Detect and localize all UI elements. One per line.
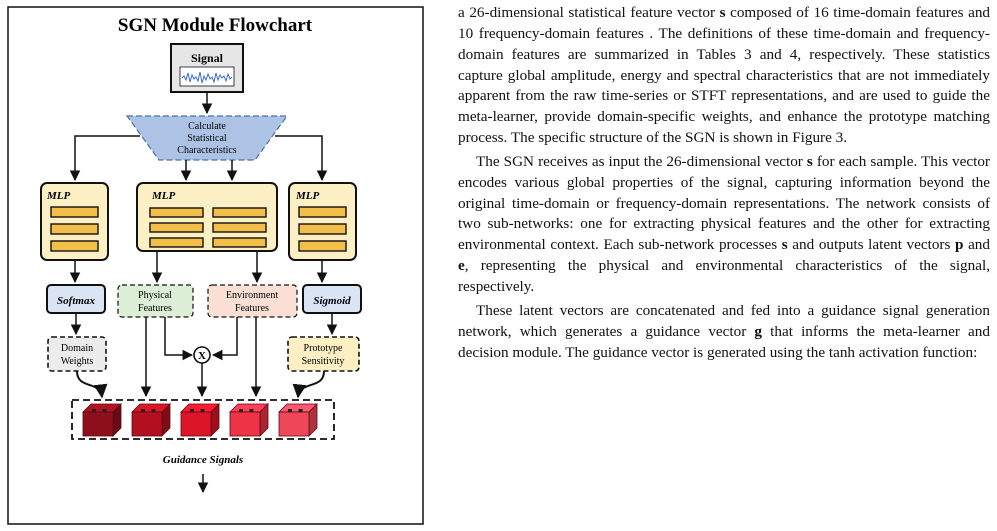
softmax-box: Softmax xyxy=(46,284,106,314)
multiply-symbol: X xyxy=(198,350,206,362)
calc-to-mlp-connectors xyxy=(69,135,328,182)
sgn-flowchart-figure: SGN Module Flowchart Signal Calculate St… xyxy=(0,0,430,531)
domain-weights-box: Domain Weights xyxy=(47,336,107,372)
signal-box: Signal xyxy=(170,43,244,93)
signal-label: Signal xyxy=(191,51,224,65)
paragraph-1: a 26-dimensional statistical feature vec… xyxy=(458,4,991,147)
calculate-statistics-box: Calculate Statistical Characteristics xyxy=(125,115,289,161)
arrow-prototype-guidance xyxy=(292,370,325,399)
calc-line-2: Statistical xyxy=(187,133,227,144)
signal-waveform-icon xyxy=(181,71,233,84)
mlp-left: MLP xyxy=(40,182,109,261)
guidance-signals-container xyxy=(71,399,335,440)
mlp-right-label: MLP xyxy=(295,190,320,202)
guidance-signals-label: Guidance Signals xyxy=(163,454,243,466)
prototype-sensitivity-box: Prototype Sensitivity xyxy=(287,336,360,372)
row2-to-row3-connectors xyxy=(70,313,338,398)
environment-line-1: Environment xyxy=(226,290,278,301)
multiply-operator-icon: X xyxy=(193,346,211,364)
calc-line-3: Characteristics xyxy=(177,145,237,156)
prototype-line-1: Prototype xyxy=(304,343,343,354)
arrow-domain-guidance xyxy=(76,370,108,399)
physical-line-2: Features xyxy=(138,303,172,314)
physical-features-box: Physical Features xyxy=(117,284,194,318)
environment-features-box: Environment Features xyxy=(207,284,298,318)
environment-line-2: Features xyxy=(235,303,269,314)
figure-frame xyxy=(7,6,424,525)
guidance-cube-5 xyxy=(278,403,318,437)
mlp-center-label: MLP xyxy=(151,190,176,202)
softmax-label: Softmax xyxy=(57,295,95,307)
mlp-center: MLP xyxy=(136,182,278,252)
guidance-cube-1 xyxy=(82,403,122,437)
domain-line-1: Domain xyxy=(61,343,93,354)
domain-line-2: Weights xyxy=(61,356,94,367)
calc-line-1: Calculate xyxy=(188,121,226,132)
guidance-cube-2 xyxy=(131,403,171,437)
figure-title: SGN Module Flowchart xyxy=(118,15,313,36)
sigmoid-box: Sigmoid xyxy=(302,284,362,314)
mlp-left-label: MLP xyxy=(46,190,71,202)
physical-line-1: Physical xyxy=(138,290,172,301)
paragraph-2: The SGN receives as input the 26-dimensi… xyxy=(458,152,990,295)
sigmoid-label: Sigmoid xyxy=(313,295,351,307)
paragraph-3: These latent vectors are concatenated an… xyxy=(458,301,990,361)
guidance-cube-4 xyxy=(229,403,269,437)
mlp-right: MLP xyxy=(288,182,357,261)
mlp-to-row2-connectors xyxy=(69,251,328,284)
flowchart-svg: SGN Module Flowchart Signal Calculate St… xyxy=(7,6,424,525)
body-text-column: a 26-dimensional statistical feature vec… xyxy=(458,3,990,366)
guidance-cubes xyxy=(82,403,318,437)
guidance-cube-3 xyxy=(180,403,220,437)
prototype-line-2: Sensitivity xyxy=(302,356,345,367)
